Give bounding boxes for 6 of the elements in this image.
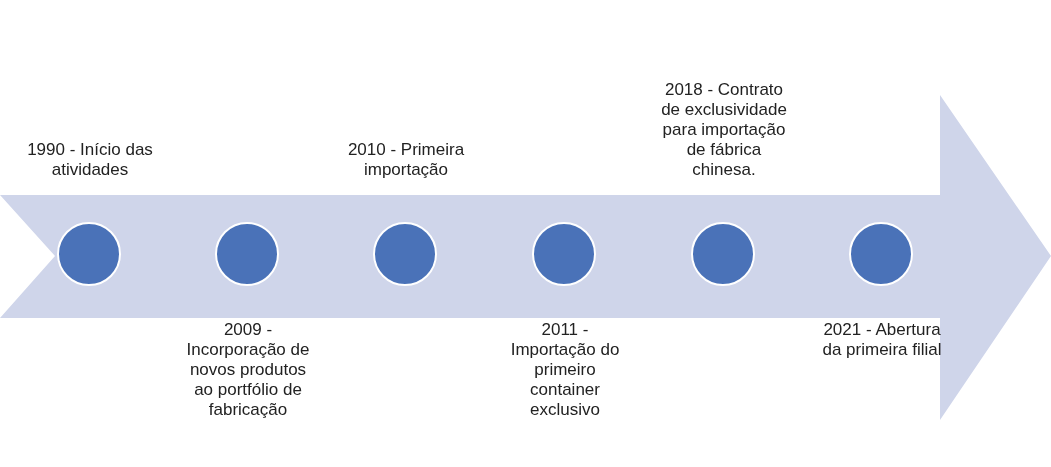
milestone-text: 2010 - Primeira importação <box>346 140 466 180</box>
milestone-text: 1990 - Início das atividades <box>26 140 154 180</box>
milestone-text: 2021 - Abertura da primeira filial <box>821 320 943 360</box>
milestone-text: 2009 - Incorporação de novos produtos ao portfólio de fabricação <box>185 320 311 420</box>
milestone-text: 2018 - Contrato de exclusividade para importação de fábrica chinesa. <box>660 80 788 180</box>
milestone-text: 2011 - Importação do primeiro container exclusivo <box>509 320 621 420</box>
